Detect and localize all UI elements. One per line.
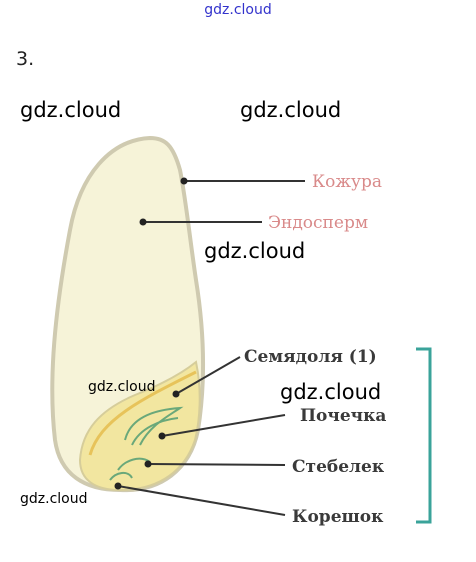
label-stem: Стебелек bbox=[292, 457, 385, 477]
label-bud: Почечка bbox=[300, 406, 386, 426]
leader-stem bbox=[147, 463, 286, 466]
point-stem bbox=[144, 460, 152, 468]
embryo bbox=[78, 360, 201, 492]
point-cotyledon bbox=[172, 390, 180, 398]
watermark: gdz.cloud bbox=[280, 380, 382, 404]
label-husk: Кожура bbox=[312, 172, 382, 192]
watermark: gdz.cloud bbox=[204, 239, 306, 263]
leader-bud bbox=[161, 414, 286, 437]
label-root: Корешок bbox=[292, 507, 384, 527]
leader-cotyledon bbox=[175, 356, 241, 395]
point-root bbox=[114, 482, 122, 490]
watermark: gdz.cloud bbox=[20, 491, 88, 507]
watermark: gdz.cloud bbox=[240, 98, 342, 122]
watermark: gdz.cloud bbox=[88, 379, 156, 395]
point-bud bbox=[158, 432, 166, 440]
embryo-bracket bbox=[416, 347, 432, 524]
leader-root bbox=[117, 485, 286, 516]
watermark: gdz.cloud bbox=[20, 98, 122, 122]
question-number: 3. bbox=[16, 48, 35, 70]
point-husk bbox=[180, 177, 188, 185]
cotyledon-boundary bbox=[88, 370, 197, 456]
label-cotyledon: Семядоля (1) bbox=[244, 347, 377, 367]
label-endosperm: Эндосперм bbox=[268, 213, 368, 233]
bud-structure bbox=[124, 406, 184, 446]
point-endosperm bbox=[139, 218, 147, 226]
site-header[interactable]: gdz.cloud bbox=[204, 2, 272, 18]
